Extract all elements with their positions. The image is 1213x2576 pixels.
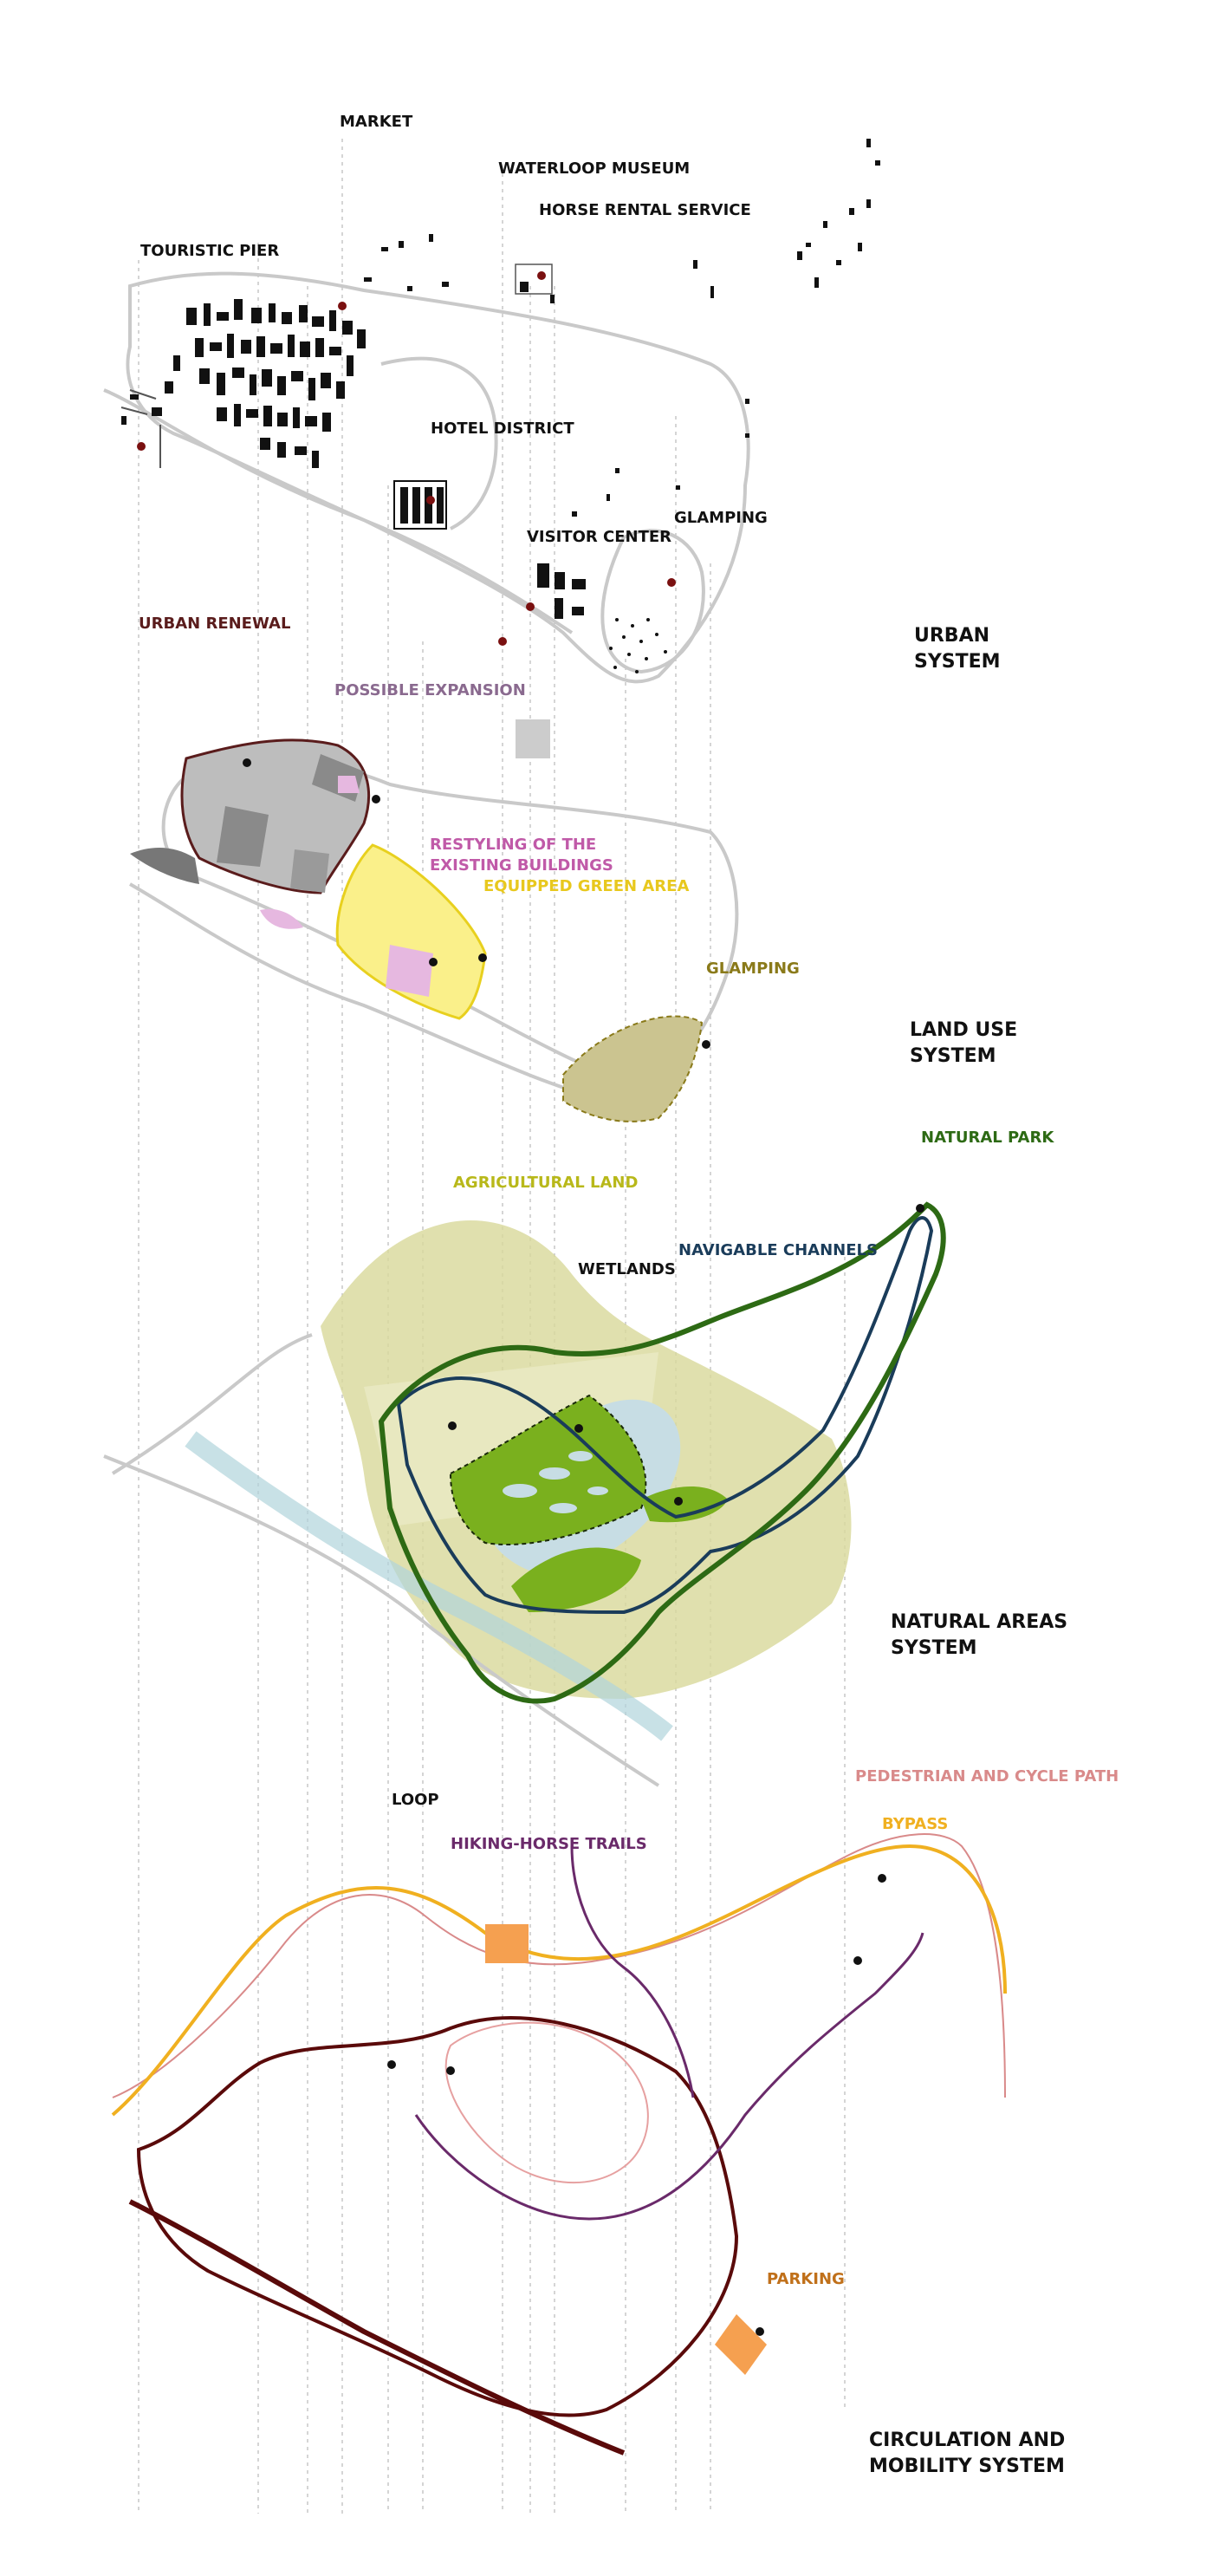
label-wetlands: WETLANDS [578,1260,676,1278]
label-natural-park: NATURAL PARK [921,1129,1054,1147]
scattered-buildings [121,139,880,517]
system-urban-line2: SYSTEM [914,651,1001,673]
label-hiking-horse: HIKING-HORSE TRAILS [451,1835,647,1853]
label-parking: PARKING [767,2270,845,2288]
label-equipped-green: EQUIPPED GREEN AREA [483,877,689,895]
label-navigable-channels: NAVIGABLE CHANNELS [678,1241,878,1259]
glamping-dots [609,618,667,673]
natural-labels: NATURAL PARK AGRICULTURAL LAND WETLANDS … [453,1129,1054,1278]
natural-areas-map [103,1201,946,1787]
label-waterloop-museum: WATERLOOP MUSEUM [498,159,690,178]
label-hotel-district: HOTEL DISTRICT [431,420,574,438]
system-circulation-line1: CIRCULATION AND [869,2430,1065,2451]
label-pedestrian-cycle: PEDESTRIAN AND CYCLE PATH [855,1767,1119,1786]
label-possible-expansion: POSSIBLE EXPANSION [334,681,526,699]
label-agricultural-land: AGRICULTURAL LAND [453,1174,638,1192]
label-glamping-urban: GLAMPING [674,509,768,527]
system-titles: URBAN SYSTEM LAND USE SYSTEM NATURAL ARE… [869,625,1067,2477]
label-glamping-land: GLAMPING [706,959,800,978]
system-circulation-line2: MOBILITY SYSTEM [869,2456,1065,2477]
label-horse-rental: HORSE RENTAL SERVICE [539,201,751,219]
system-natural-line1: NATURAL AREAS [891,1611,1067,1633]
label-restyling-line2: EXISTING BUILDINGS [430,856,613,875]
land-use-map [129,719,739,1122]
label-visitor-center: VISITOR CENTER [527,528,671,546]
system-natural-line2: SYSTEM [891,1637,977,1659]
urban-labels: MARKET WATERLOOP MUSEUM HORSE RENTAL SER… [140,113,768,546]
label-loop: LOOP [392,1791,439,1809]
land-use-labels: URBAN RENEWAL POSSIBLE EXPANSION RESTYLI… [139,615,800,978]
label-urban-renewal: URBAN RENEWAL [139,615,290,633]
system-land-use-line2: SYSTEM [910,1045,996,1067]
urban-system-map [103,139,880,684]
poi-markers [137,271,676,646]
system-land-use-line1: LAND USE [910,1019,1017,1041]
town-buildings [152,299,366,468]
circulation-labels: PEDESTRIAN AND CYCLE PATH BYPASS LOOP HI… [392,1767,1119,2288]
label-restyling-line1: RESTYLING OF THE [430,836,596,854]
circulation-map [111,1833,1007,2456]
system-urban-line1: URBAN [914,625,989,647]
label-touristic-pier: TOURISTIC PIER [140,242,279,260]
label-bypass: BYPASS [882,1815,948,1833]
label-market: MARKET [340,113,413,131]
